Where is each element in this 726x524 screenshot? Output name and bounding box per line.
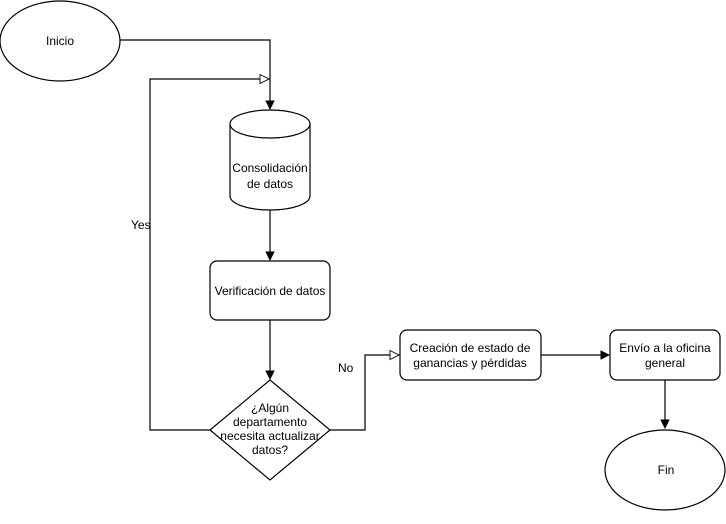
end-ellipse	[604, 429, 726, 511]
decision-label-line3: necesita actualizar	[220, 429, 319, 443]
process-box-envio	[609, 329, 721, 381]
process-node-envio: Envío a la oficina general	[609, 329, 721, 381]
process-box-verificacion	[209, 260, 331, 321]
process-label-envio-line1: Envío a la oficina	[619, 341, 711, 355]
database-body	[229, 124, 311, 211]
process-label-creacion-line1: Creación de estado de	[410, 341, 531, 355]
edge-decision-yes-loop	[149, 79, 269, 431]
end-label: Fin	[658, 463, 675, 477]
decision-label-line1: ¿Algún	[251, 401, 289, 415]
process-node-verificacion: Verificación de datos	[209, 260, 331, 321]
start-ellipse	[0, 0, 121, 82]
process-node-creacion: Creación de estado de ganancias y pérdid…	[399, 329, 542, 381]
database-top	[229, 109, 311, 139]
database-label-line2: de datos	[247, 177, 293, 191]
edge-label-no: No	[338, 361, 354, 375]
start-node: Inicio	[0, 0, 121, 82]
process-box-creacion	[399, 329, 542, 381]
edge-decision-no-to-creacion	[330, 355, 399, 431]
process-label-creacion-line2: ganancias y pérdidas	[413, 356, 526, 370]
database-label-line1: Consolidación	[232, 161, 307, 175]
start-label: Inicio	[46, 34, 74, 48]
process-label-envio-line2: general	[645, 356, 685, 370]
process-label-verificacion: Verificación de datos	[215, 284, 326, 298]
edge-inicio-to-consolidacion	[120, 39, 275, 110]
decision-label-line2: departamento	[233, 415, 307, 429]
database-node: Consolidación de datos	[229, 109, 311, 211]
end-node: Fin	[604, 429, 726, 511]
decision-node: ¿Algún departamento necesita actualizar …	[209, 379, 331, 481]
decision-label-line4: datos?	[252, 443, 288, 457]
decision-diamond	[209, 379, 331, 481]
edge-label-yes: Yes	[131, 218, 151, 232]
